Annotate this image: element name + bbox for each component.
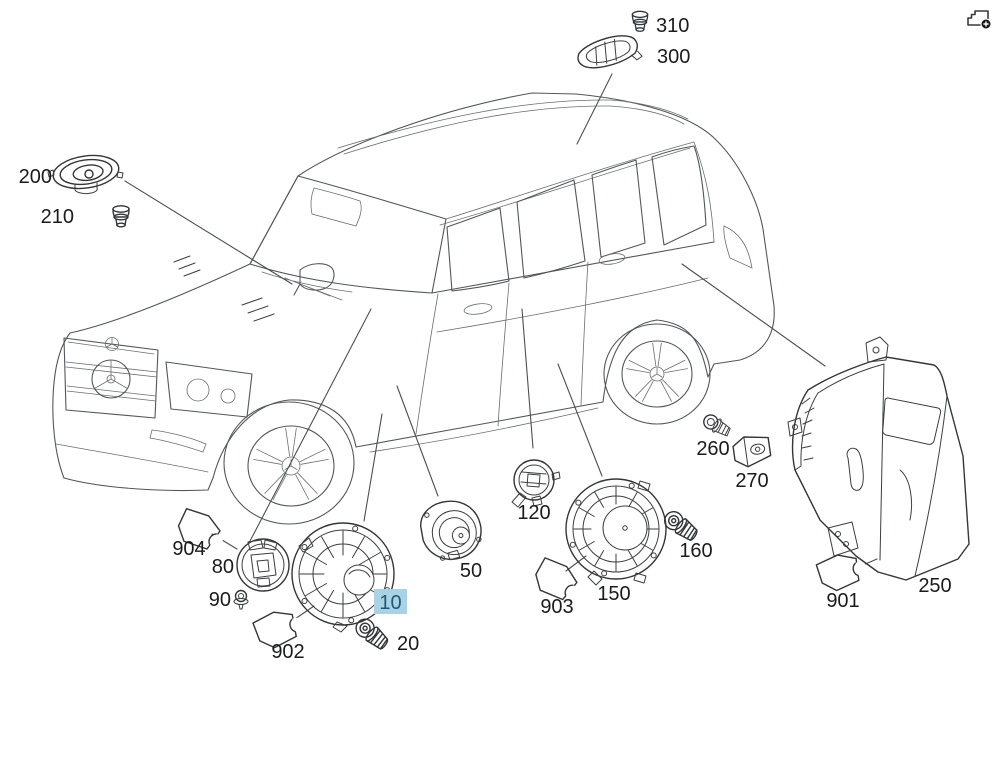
- bumper-crease: [55, 443, 209, 473]
- part-label-160[interactable]: 160: [679, 540, 712, 562]
- rear-glass: [651, 145, 707, 246]
- beltline: [431, 241, 715, 294]
- fog-intake: [149, 429, 207, 453]
- oval-speaker-icon: [47, 154, 124, 195]
- large-speaker-icon: [565, 478, 667, 586]
- part-label-210[interactable]: 210: [41, 206, 74, 228]
- roof-rail-far: [337, 99, 689, 155]
- leader-120: [521, 308, 534, 449]
- side-mirror: [293, 263, 335, 296]
- rear-door-handle: [598, 253, 626, 265]
- leader-250: [681, 263, 826, 367]
- front-grille: [63, 337, 159, 419]
- part-label-310[interactable]: 310: [656, 15, 689, 37]
- part-label-260[interactable]: 260: [696, 438, 729, 460]
- car-body-outline: [52, 92, 775, 492]
- rear-wheel: [603, 323, 711, 425]
- fastener-clip-icon-210: [112, 205, 130, 228]
- small-speaker-icon-80: [236, 538, 290, 592]
- rear-door-window: [516, 179, 586, 279]
- front-door-handle: [463, 303, 493, 315]
- screw-grommet-icon: [233, 589, 249, 610]
- screw-icon-260: [703, 414, 731, 437]
- part-label-902[interactable]: 902: [271, 641, 304, 663]
- part-label-10[interactable]: 10: [379, 592, 401, 614]
- part-label-90[interactable]: 90: [209, 589, 231, 611]
- taillight: [723, 225, 753, 269]
- part-label-903[interactable]: 903: [540, 596, 573, 618]
- roof-rail-near: [439, 141, 695, 226]
- part-label-120[interactable]: 120: [517, 502, 550, 524]
- midrange-speaker-icon: [420, 500, 482, 561]
- side-crease: [436, 277, 709, 333]
- mounting-bracket-icon-901: [814, 547, 872, 595]
- part-label-150[interactable]: 150: [597, 583, 630, 605]
- part-label-20[interactable]: 20: [397, 633, 419, 655]
- leader-lines: [124, 73, 878, 622]
- hood-vents: [173, 255, 275, 322]
- part-label-80[interactable]: 80: [212, 556, 234, 578]
- leader-300: [576, 73, 613, 145]
- leader-150: [557, 363, 603, 477]
- bracket-box-icon: [732, 436, 772, 468]
- part-label-300[interactable]: 300: [657, 46, 690, 68]
- front-wheel: [223, 401, 355, 525]
- socket-bolt-icon-160: [660, 507, 702, 545]
- part-label-250[interactable]: 250: [918, 575, 951, 597]
- part-label-50[interactable]: 50: [460, 560, 482, 582]
- part-label-901[interactable]: 901: [826, 590, 859, 612]
- leader-50: [396, 385, 439, 497]
- subwoofer-enclosure-icon: [787, 336, 970, 581]
- part-label-200[interactable]: 200: [19, 166, 52, 188]
- part-label-270[interactable]: 270: [735, 470, 768, 492]
- door-cut-lines: [415, 261, 589, 435]
- small-speaker-icon-120: [511, 459, 561, 508]
- rocker-crease: [369, 407, 599, 453]
- headlight: [165, 361, 253, 418]
- woofer-speaker-icon: [291, 522, 395, 633]
- windshield: [249, 175, 447, 294]
- fastener-clip-icon-310: [631, 10, 649, 32]
- mercedes-star-icon: [94, 359, 128, 389]
- selected-part-highlight: [374, 589, 407, 614]
- leader-903-150: [565, 555, 587, 572]
- tweeter-speaker-icon: [577, 35, 643, 69]
- wiper-blades: [261, 271, 353, 301]
- leader-80: [248, 308, 372, 544]
- quarter-window: [591, 159, 646, 258]
- windshield-shade-band: [310, 187, 362, 227]
- vehicle-illustration: [52, 92, 775, 525]
- d-pillar: [693, 141, 715, 243]
- leader-200: [124, 180, 293, 285]
- part-callouts: 200 210 310 300 904 80 90 902 10 20 50 1…: [19, 15, 952, 663]
- socket-bolt-icon-20: [351, 614, 392, 653]
- part-label-904[interactable]: 904: [172, 538, 205, 560]
- add-annotation-icon[interactable]: [967, 10, 992, 30]
- front-door-window: [446, 207, 510, 292]
- leader-10: [363, 413, 383, 522]
